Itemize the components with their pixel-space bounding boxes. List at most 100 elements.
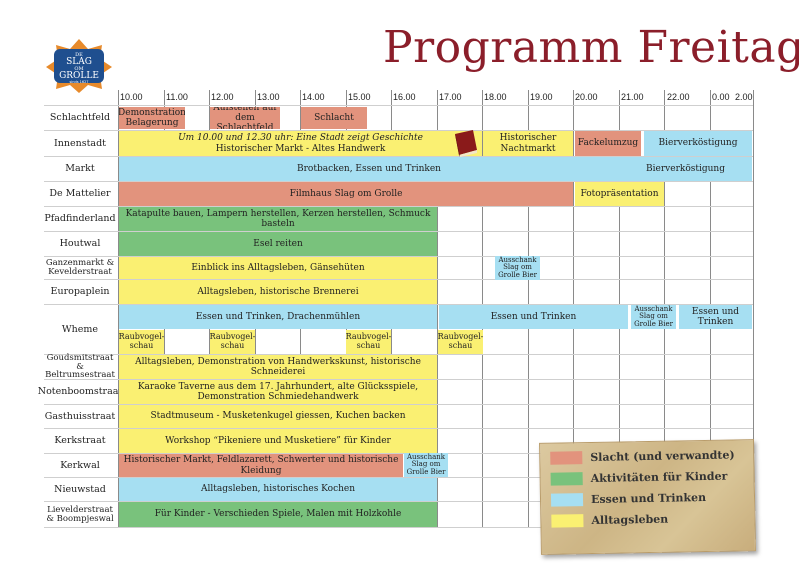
legend-item-kinder: Aktivitäten für Kinder [550, 469, 728, 486]
legend-item-essen: Essen und Trinken [550, 491, 706, 507]
event-essen-trinken-spaet: Essen und Trinken [679, 305, 752, 329]
row-separator [44, 105, 753, 106]
page-title: Programm Freitag [383, 22, 799, 73]
event-esel-reiten: Esel reiten [119, 232, 437, 256]
event-fackelumzug: Fackelumzug [575, 131, 641, 156]
event-raubvogelschau-1: Raubvogel-schau [119, 330, 164, 354]
row-label-gasthuisstraat: Gasthuisstraat [44, 410, 116, 422]
event-schneiderei: Alltagsleben, Demonstration von Handwerk… [119, 355, 437, 379]
event-katapulte: Katapulte bauen, Lampern herstellen, Ker… [119, 207, 437, 231]
event-innenstadt-line1: Um 10.00 und 12.30 uhr: Eine Stadt zeigt… [178, 133, 423, 144]
event-essen-trinken-wheme: Essen und Trinken [439, 305, 628, 329]
svg-text:OM: OM [74, 66, 83, 72]
event-stadtmuseum: Stadtmuseum - Musketenkugel giessen, Kuc… [119, 405, 437, 428]
event-raubvogelschau-4: Raubvogel-schau [438, 330, 483, 354]
legend-swatch [550, 451, 583, 465]
row-separator [44, 156, 753, 157]
event-karaoke-line2: Demonstration Schmiedehandwerk [197, 392, 359, 402]
hour-label: 16.00 [393, 92, 416, 102]
gridline-10 [118, 90, 119, 527]
hour-label: 18.00 [484, 92, 507, 102]
event-innenstadt-line2: Historischer Markt - Altes Handwerk [215, 143, 386, 154]
row-separator [44, 206, 753, 207]
row-separator [44, 130, 753, 131]
event-ausschank-wheme: Ausschank Slag om Grolle Bier [631, 305, 676, 329]
row-label-kerkwal: Kerkwal [60, 459, 100, 471]
legend-swatch [551, 514, 584, 528]
legend-swatch [550, 472, 583, 486]
legend-label: Aktivitäten für Kinder [590, 469, 728, 485]
event-fotopraesentation: Fotopräsentation [575, 182, 664, 206]
row-label-de-mattelier: De Mattelier [49, 188, 111, 200]
event-raubvogelschau-2: Raubvogel-schau [210, 330, 255, 354]
row-separator [44, 231, 753, 232]
slag-om-grolle-logo: DE SLAG OM GROLLE sinds 1627 [44, 37, 114, 93]
event-filmhaus: Filmhaus Slag om Grolle [119, 182, 573, 206]
row-label-schlachtfeld: Schlachtfeld [49, 112, 111, 124]
row-label-lievelderstraat: Lievelderstraat & Boompjeswal [46, 504, 114, 524]
row-label-wheme: Wheme [61, 323, 99, 335]
row-separator [44, 354, 753, 355]
hour-label: 12.00 [211, 92, 234, 102]
row-separator [44, 279, 753, 280]
hour-label: 19.00 [530, 92, 553, 102]
row-separator [44, 256, 753, 257]
svg-text:SLAG: SLAG [66, 57, 92, 67]
legend-swatch [550, 493, 584, 507]
row-separator [44, 477, 753, 478]
row-separator [44, 428, 753, 429]
row-label-pfadfinderland: Pfadfinderland [44, 213, 116, 225]
row-separator [44, 453, 753, 454]
event-bierverkoestigung-markt: Bierverköstigung [619, 157, 752, 181]
event-historisches-kochen: Alltagsleben, historisches Kochen [119, 478, 437, 501]
hour-label: 20.00 [575, 92, 598, 102]
legend: Slacht (und verwandte) Aktivitäten für K… [539, 439, 756, 555]
event-historischer-nachtmarkt: Historischer Nachtmarkt [483, 131, 573, 156]
event-raubvogelschau-3: Raubvogel-schau [346, 330, 391, 354]
hour-label: 17.00 [439, 92, 462, 102]
row-separator [44, 404, 753, 405]
event-workshop-pikeniere: Workshop “Pikeniere und Musketiere” für … [119, 429, 437, 453]
event-bierverkoestigung-innenstadt: Bierverköstigung [644, 131, 752, 156]
row-label-nieuwstad: Nieuwstad [54, 483, 106, 495]
event-drachenmuehlen: Essen und Trinken, Drachenmühlen [119, 305, 437, 329]
event-ausschank-ganzenmarkt: Ausschank Slag om Grolle Bier [495, 256, 540, 280]
row-separator [44, 181, 753, 182]
row-separator [44, 304, 753, 305]
legend-label: Alltagsleben [591, 512, 669, 527]
row-separator [44, 379, 753, 380]
row-separator [44, 527, 753, 528]
gridline-17 [437, 90, 438, 527]
row-label-goudsmitstraat: Goudsmitstraat & Beltrumsestraat [45, 352, 115, 381]
event-karaoke-line1: Karaoke Taverne aus dem 17. Jahrhundert,… [137, 381, 419, 392]
svg-text:DE: DE [75, 52, 83, 58]
hour-label: 15.00 [348, 92, 371, 102]
svg-text:sinds 1627: sinds 1627 [69, 80, 88, 84]
legend-item-alltag: Alltagsleben [551, 513, 668, 528]
hour-label: 2.00 [735, 92, 753, 102]
hour-label: 0.00 [712, 92, 730, 102]
svg-text:GROLLE: GROLLE [59, 71, 99, 81]
row-label-europaplein: Europaplein [50, 286, 110, 298]
row-label-innenstadt: Innenstadt [54, 137, 106, 149]
row-label-markt: Markt [65, 163, 95, 175]
hour-label: 11.00 [166, 92, 188, 102]
hour-label: 21.00 [621, 92, 644, 102]
event-demonstration-belagerung: Demonstration Belagerung [119, 107, 185, 129]
event-aufstellen: Aufstellen auf dem Schlachtfeld [210, 107, 280, 129]
event-schlacht: Schlacht [301, 107, 367, 129]
event-innenstadt-markt: Um 10.00 und 12.30 uhr: Eine Stadt zeigt… [119, 131, 482, 156]
hour-label: 14.00 [302, 92, 325, 102]
row-label-kerkstraat: Kerkstraat [54, 435, 106, 447]
event-karaoke-taverne: Karaoke Taverne aus dem 17. Jahrhundert,… [119, 380, 437, 404]
event-feldlazarett: Historischer Markt, Feldlazarett, Schwer… [119, 454, 403, 477]
event-ausschank-kerkwal: Ausschank Slag om Grolle Bier [404, 453, 448, 477]
event-spiele-kinder: Für Kinder - Verschieden Spiele, Malen m… [119, 502, 437, 527]
legend-label: Slacht (und verwandte) [590, 448, 735, 464]
row-separator [44, 501, 753, 502]
hour-label: 22.00 [667, 92, 690, 102]
legend-item-slacht: Slacht (und verwandte) [550, 448, 735, 465]
hour-label: 10.00 [120, 92, 143, 102]
event-brennerei: Alltagsleben, historische Brennerei [119, 280, 437, 304]
book-icon [451, 128, 481, 158]
